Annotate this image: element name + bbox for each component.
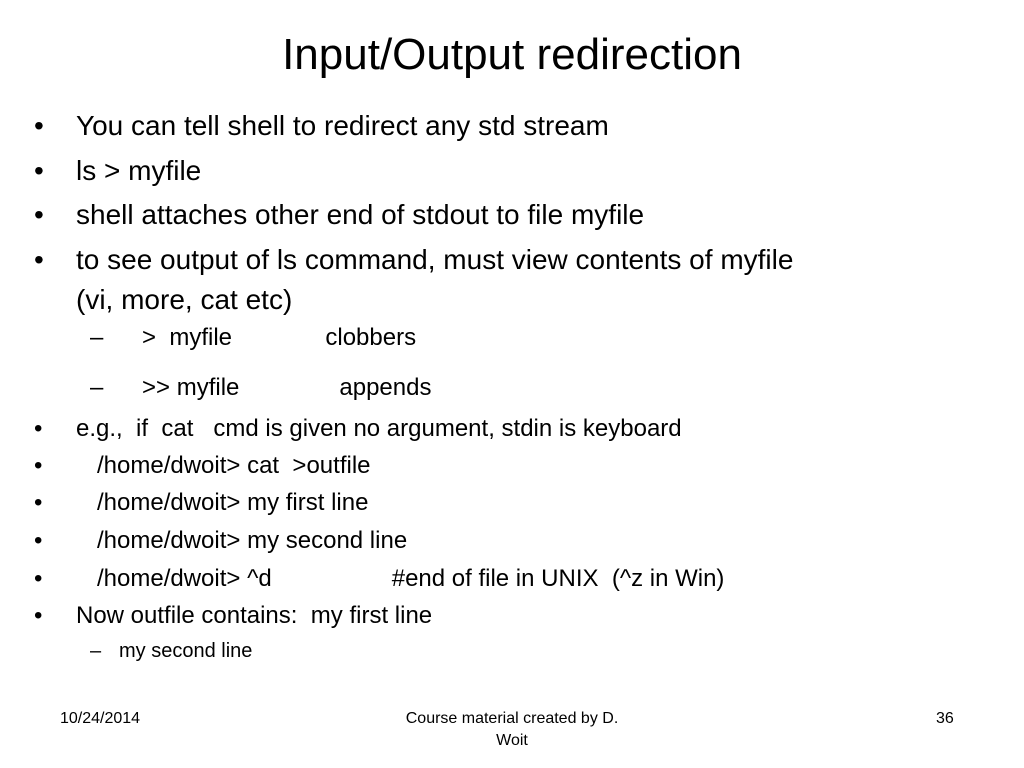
bullet-text: /home/dwoit> my second line (97, 527, 408, 554)
sub-bullet-marker: – (90, 374, 104, 401)
slide-title: Input/Output redirection (282, 30, 742, 79)
bullet-text: ls > myfile (76, 155, 202, 186)
bullet-text: shell attaches other end of stdout to fi… (76, 199, 645, 230)
bullet-text: e.g., if cat cmd is given no argument, s… (76, 415, 682, 442)
bullet-marker: • (34, 452, 43, 479)
bullet-marker: • (34, 565, 43, 592)
bullet-marker: • (34, 199, 44, 230)
bullet-text: Now outfile contains: my first line (76, 602, 433, 629)
sub-bullet-marker: – (90, 324, 104, 351)
bullet-marker: • (34, 155, 44, 186)
bullet-text: You can tell shell to redirect any std s… (76, 110, 609, 141)
sub-bullet-text: >> myfile appends (142, 374, 432, 401)
bullet-marker: • (34, 110, 44, 141)
bullet-text: /home/dwoit> cat >outfile (97, 452, 371, 479)
bullet-text: /home/dwoit> ^d #end of file in UNIX (^z… (97, 565, 725, 592)
bullet-text: /home/dwoit> my first line (97, 489, 369, 516)
bullet-marker: • (34, 602, 43, 629)
bullet-text-continuation: (vi, more, cat etc) (76, 284, 293, 315)
bullet-marker: • (34, 489, 43, 516)
footer-credit-line: Course material created by D. (405, 710, 619, 727)
bullet-marker: • (34, 244, 44, 275)
sub-bullet-marker: – (90, 640, 102, 662)
sub-bullet-text: my second line (119, 640, 253, 662)
bullet-marker: • (34, 527, 43, 554)
bullet-text: to see output of ls command, must view c… (76, 244, 794, 275)
footer-credit: Course material created by D. Woit (374, 708, 650, 752)
footer-date: 10/24/2014 (60, 710, 141, 727)
bullet-marker: • (34, 415, 43, 442)
slide-number: 36 (936, 710, 954, 727)
footer-credit-line: Woit (496, 732, 528, 749)
sub-bullet-text: > myfile clobbers (142, 324, 417, 351)
